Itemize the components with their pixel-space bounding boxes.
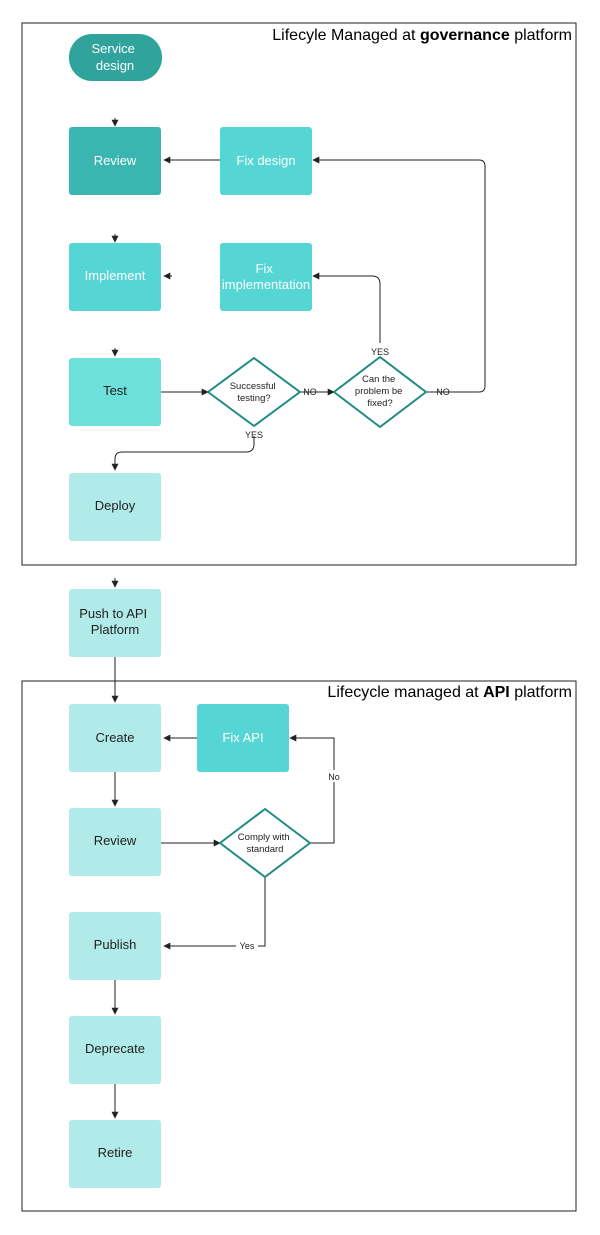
node-retire-label: Retire: [98, 1145, 133, 1160]
node-deploy-label: Deploy: [95, 498, 136, 513]
edge-label-yes-fix: YES: [371, 347, 389, 357]
node-review-gov: [69, 127, 161, 195]
edge-label-no-api: No: [328, 772, 340, 782]
node-review-gov-label: Review: [94, 153, 137, 168]
edge-comply-publish: [163, 877, 266, 950]
edge-label-no-api-bg: [325, 770, 343, 782]
node-deploy: [69, 473, 161, 541]
node-successful-testing-label: Successful testing?: [230, 381, 279, 404]
node-implement-label: Implement: [85, 268, 146, 283]
api-panel: [21, 680, 577, 1212]
edge-label-no-1: NO: [303, 387, 317, 397]
edge-canfix-fiximpl: [312, 272, 381, 343]
node-fix-implementation: [220, 243, 312, 311]
node-can-be-fixed: [333, 356, 427, 428]
node-fix-api: [197, 704, 289, 772]
node-implement: [69, 243, 161, 311]
edge-canfix-fixdesign: [312, 156, 486, 393]
node-push-to-api-label: Push to API Platform: [79, 606, 151, 637]
node-create: [69, 704, 161, 772]
node-test: [69, 358, 161, 426]
node-create-label: Create: [95, 730, 134, 745]
edge-successful-deploy: [111, 436, 255, 471]
edge-label-yes-api-bg: [236, 940, 258, 952]
node-review-api-label: Review: [94, 833, 137, 848]
node-fix-design-label: Fix design: [236, 153, 295, 168]
node-fix-api-label: Fix API: [222, 730, 263, 745]
node-comply-standard: [219, 808, 311, 878]
node-comply-standard-label: Comply with standard: [238, 832, 292, 855]
node-can-be-fixed-label: Can the problem be fixed?: [355, 374, 405, 409]
node-review-api: [69, 808, 161, 876]
node-push-to-api: [69, 589, 161, 657]
governance-panel: [21, 22, 577, 566]
edge-comply-fixapi: [289, 734, 335, 844]
edge-label-no-2: NO: [436, 387, 450, 397]
node-service-design-label: Service design: [92, 41, 139, 73]
node-publish-label: Publish: [94, 937, 137, 952]
edge-label-yes-api: Yes: [240, 941, 255, 951]
node-service-design: [69, 34, 162, 81]
governance-panel-title: Lifecyle Managed at governance platform: [272, 27, 572, 44]
api-panel-title: Lifecycle managed at API platform: [327, 684, 572, 701]
node-fix-design: [220, 127, 312, 195]
node-fix-implementation-label: Fix implementation: [222, 261, 310, 292]
node-retire: [69, 1120, 161, 1188]
node-deprecate-label: Deprecate: [85, 1041, 145, 1056]
edge-label-yes-test: YES: [245, 430, 263, 440]
node-deprecate: [69, 1016, 161, 1084]
node-publish: [69, 912, 161, 980]
node-successful-testing: [207, 357, 301, 427]
node-test-label: Test: [103, 383, 127, 398]
